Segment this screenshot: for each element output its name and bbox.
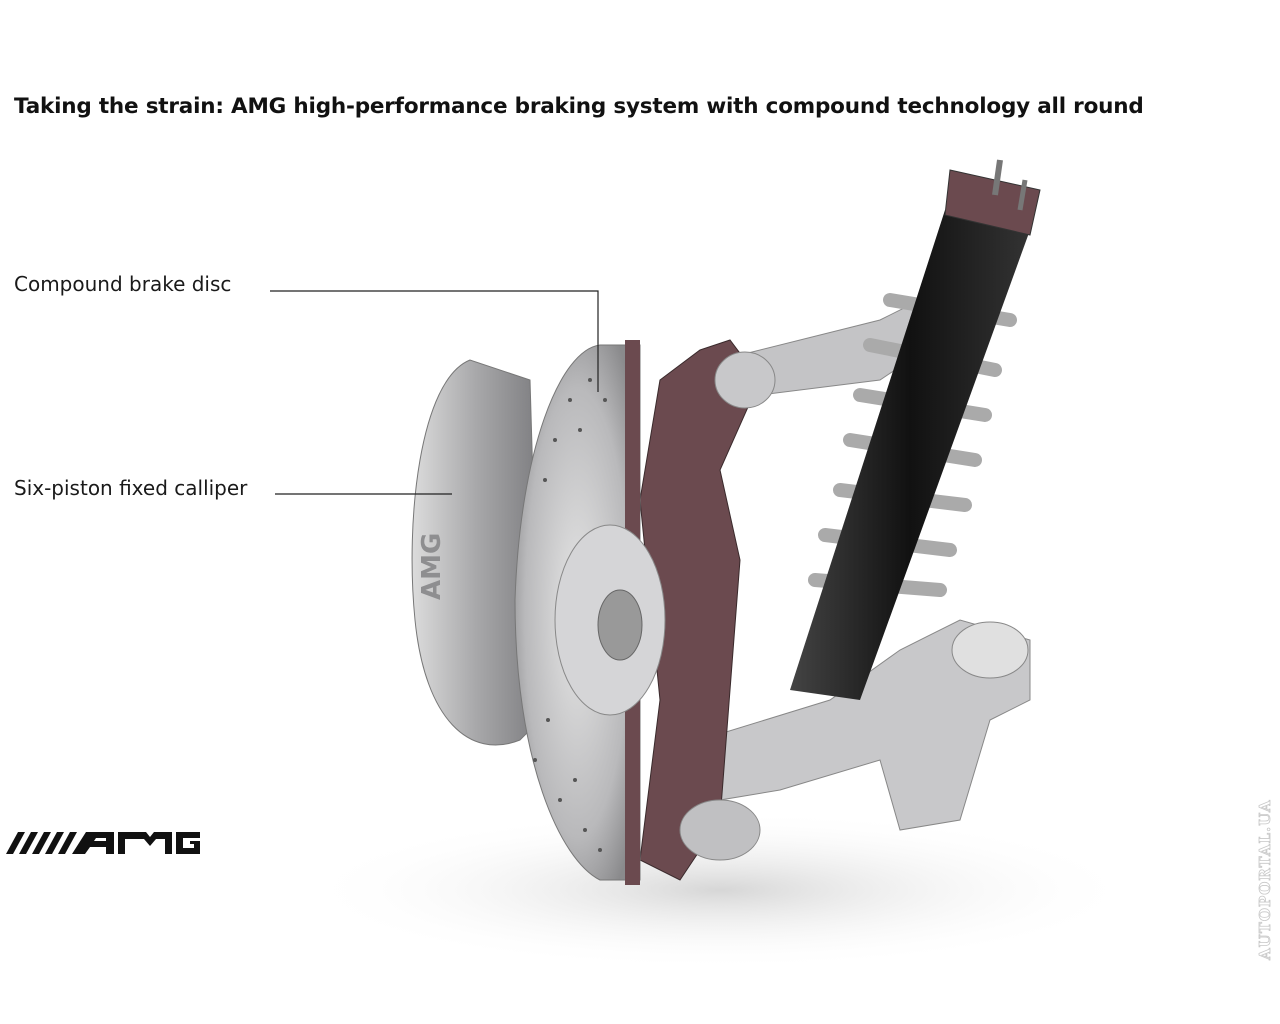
lower-control-arm [699, 619, 1031, 831]
leader-line-disc [270, 290, 599, 392]
disc-drill-holes [533, 378, 607, 852]
callout-six-piston-caliper: Six-piston fixed calliper [14, 476, 248, 500]
ground-shadow [300, 810, 1140, 970]
six-piston-caliper [411, 359, 541, 746]
watermark: AUTOPORTAL.UA [1256, 799, 1275, 960]
callout-compound-brake-disc: Compound brake disc [14, 272, 232, 296]
amg-logo [6, 832, 200, 854]
strut-top-mount [944, 169, 1041, 236]
arm-bushing [951, 621, 1029, 679]
page-title: Taking the strain: AMG high-performance … [14, 94, 1144, 119]
svg-text:AMG: AMG [417, 533, 447, 600]
shock-absorber [790, 210, 1030, 700]
